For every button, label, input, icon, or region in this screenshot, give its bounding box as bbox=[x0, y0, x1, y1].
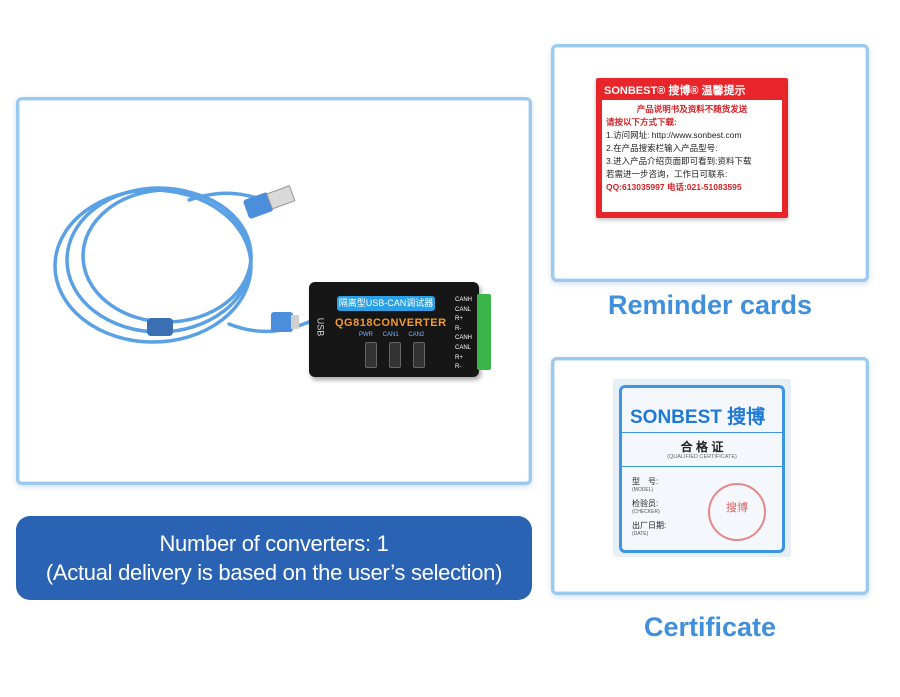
banner-line-1: Number of converters: 1 bbox=[159, 531, 389, 556]
reminder-card-image: SONBEST® 搜博® 温馨提示 产品说明书及资料不随货发送 请按以下方式下载… bbox=[596, 78, 788, 218]
certificate-title: 合 格 证 bbox=[680, 440, 724, 454]
converter-count-banner: Number of converters: 1 (Actual delivery… bbox=[16, 516, 532, 600]
reminder-card-brand: SONBEST® 搜博® 温馨提示 bbox=[604, 85, 746, 97]
usb-cable-illustration bbox=[53, 185, 311, 344]
terminal-block bbox=[477, 294, 491, 370]
certificate-stamp: 搜博 bbox=[708, 483, 766, 541]
certificate-row-checker: 检验员:(CHECKER) bbox=[632, 499, 660, 515]
led-labels: PWR CAN1 CAN2 bbox=[359, 332, 425, 338]
certificate-frame: SONBEST 搜博 合 格 证 (QUALIFIED CERTIFICATE)… bbox=[619, 385, 785, 553]
certificate-caption: Certificate bbox=[643, 612, 777, 642]
certificate-image: SONBEST 搜博 合 格 证 (QUALIFIED CERTIFICATE)… bbox=[613, 379, 791, 557]
reminder-card-body: 产品说明书及资料不随货发送 请按以下方式下载: 1.访问网址: http://w… bbox=[602, 100, 782, 212]
device-label: 隔离型USB-CAN调试器 bbox=[337, 296, 435, 311]
pin-labels: CANH CANL R+ R- CANH CANL R+ R- bbox=[455, 297, 473, 371]
certificate-row-model: 型 号:(MODEL) bbox=[632, 477, 659, 493]
certificate-brand: SONBEST 搜博 bbox=[630, 407, 766, 428]
product-panel: USB 隔离型USB-CAN调试器 QG818CONVERTER PWR CAN… bbox=[16, 97, 532, 485]
led-1 bbox=[365, 342, 377, 368]
certificate-row-date: 出厂日期:(DATE) bbox=[632, 521, 667, 537]
usb-port-label: USB bbox=[315, 317, 326, 337]
banner-line-2: (Actual delivery is based on the user’s … bbox=[45, 560, 503, 585]
converter-device: USB 隔离型USB-CAN调试器 QG818CONVERTER PWR CAN… bbox=[309, 282, 491, 377]
device-model: QG818CONVERTER bbox=[335, 317, 447, 329]
reminder-cards-caption: Reminder cards bbox=[607, 290, 813, 320]
led-3 bbox=[413, 342, 425, 368]
certificate-subtitle: (QUALIFIED CERTIFICATE) bbox=[667, 454, 737, 460]
led-2 bbox=[389, 342, 401, 368]
